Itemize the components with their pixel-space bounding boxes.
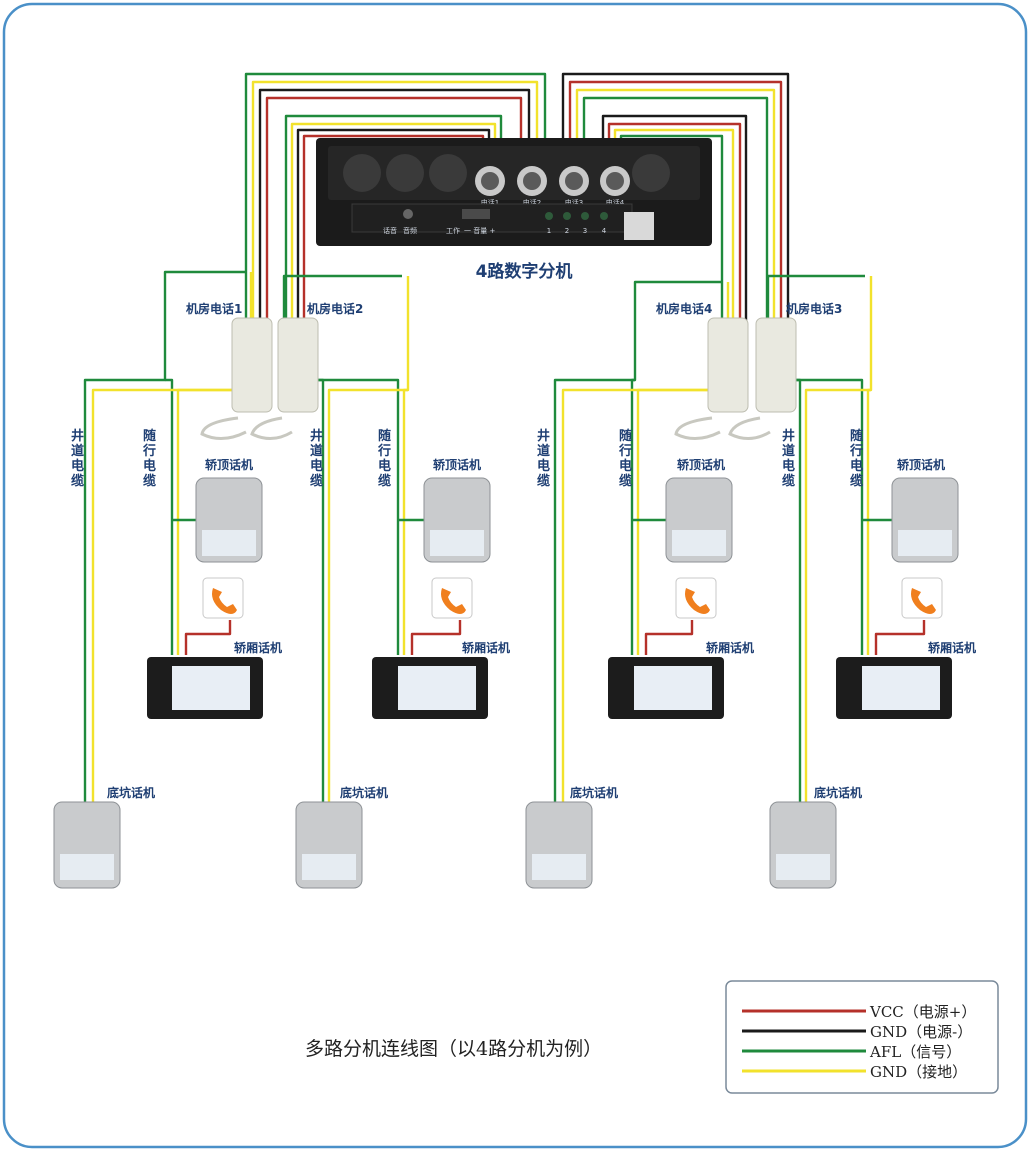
shaft-cable-label-1: 井道电缆 bbox=[71, 428, 84, 489]
car-top-phone-3 bbox=[665, 477, 733, 563]
shaft-cable-label-3: 井道电缆 bbox=[537, 428, 550, 489]
car-top-phone-1-label: 轿顶话机 bbox=[205, 457, 253, 472]
panel-label-audio: 音频 bbox=[403, 226, 417, 235]
handset-icon-2 bbox=[431, 577, 473, 619]
port-2 bbox=[517, 166, 547, 196]
pit-phone-2 bbox=[295, 801, 363, 889]
handset-icon-3 bbox=[675, 577, 717, 619]
pit-phone-4 bbox=[769, 801, 837, 889]
port-1 bbox=[475, 166, 505, 196]
panel-label-work: 工作 bbox=[446, 226, 460, 235]
wire-34 bbox=[644, 620, 694, 655]
car-phone-3-label: 轿厢话机 bbox=[706, 640, 754, 655]
pit-phone-1-label: 底坑话机 bbox=[107, 785, 155, 800]
channel-number-4: 4 bbox=[602, 227, 607, 235]
wire-10 bbox=[568, 80, 783, 322]
panel-label-volume: 一 音量 + bbox=[464, 226, 495, 235]
handset-icon-4 bbox=[901, 577, 943, 619]
car-phone-box-4 bbox=[836, 657, 952, 719]
channel-number-1: 1 bbox=[547, 227, 551, 235]
car-top-phone-3-label: 轿顶话机 bbox=[677, 457, 725, 472]
shaft-cable-label-4: 井道电缆 bbox=[782, 428, 795, 489]
legend-label-afl: AFL（信号） bbox=[869, 1043, 961, 1061]
port-label-4: 电话4 bbox=[606, 198, 625, 207]
wire-1 bbox=[244, 72, 547, 322]
legend-item-afl: AFL（信号） bbox=[742, 1043, 961, 1061]
digital-extension-unit: 电话1 电话2 电话3 电话4 话音 音频 工作 一 音量 + 1 2 3 4 bbox=[316, 138, 712, 246]
machine-room-phone-2-label: 机房电话2 bbox=[307, 301, 363, 316]
port-label-3: 电话3 bbox=[565, 198, 583, 207]
wire-26 bbox=[402, 388, 408, 655]
port-label-2: 电话2 bbox=[523, 198, 541, 207]
diagram-caption: 多路分机连线图（以4路分机为例） bbox=[305, 1038, 602, 1060]
travel-cable-label-1: 随行电缆 bbox=[142, 428, 156, 489]
legend-item-vcc: VCC（电源+） bbox=[742, 1003, 976, 1021]
car-top-phone-2 bbox=[423, 477, 491, 563]
wire-40 bbox=[874, 620, 926, 655]
car-phone-2-label: 轿厢话机 bbox=[462, 640, 510, 655]
wire-4 bbox=[265, 96, 523, 322]
channel-number-3: 3 bbox=[583, 227, 587, 235]
pit-phone-3 bbox=[525, 801, 593, 889]
car-phone-4-label: 轿厢话机 bbox=[928, 640, 976, 655]
pit-phone-1 bbox=[53, 801, 121, 889]
channel-number-2: 2 bbox=[565, 227, 569, 235]
travel-cable-label-2: 随行电缆 bbox=[377, 428, 391, 489]
wire-24 bbox=[284, 378, 400, 655]
machine-room-phone-4-label: 机房电话4 bbox=[656, 301, 712, 316]
unit-title: 4路数字分机 bbox=[476, 261, 573, 282]
wire-9 bbox=[561, 72, 790, 322]
car-top-phone-4-label: 轿顶话机 bbox=[897, 457, 945, 472]
wire-37 bbox=[804, 276, 873, 802]
legend-label-gnd-power: GND（电源-） bbox=[870, 1023, 972, 1041]
wire-32 bbox=[636, 388, 728, 655]
port-label-1: 电话1 bbox=[481, 198, 499, 207]
wires-layer bbox=[83, 72, 926, 802]
wire-11 bbox=[575, 88, 776, 322]
legend-item-gnd-earth: GND（接地） bbox=[742, 1063, 967, 1081]
wire-28 bbox=[410, 620, 462, 655]
machine-room-phone-1-label: 机房电话1 bbox=[186, 301, 242, 316]
machine-room-phone-1 bbox=[200, 317, 273, 440]
shaft-cable-label-2: 井道电缆 bbox=[310, 428, 323, 489]
legend-item-gnd-power: GND（电源-） bbox=[742, 1023, 972, 1041]
legend-label-gnd-earth: GND（接地） bbox=[870, 1063, 967, 1081]
machine-room-phone-3 bbox=[728, 317, 797, 440]
pit-phone-4-label: 底坑话机 bbox=[814, 785, 862, 800]
wire-3 bbox=[258, 88, 531, 322]
wire-36 bbox=[768, 378, 864, 655]
wire-2 bbox=[251, 80, 539, 322]
car-top-phone-4 bbox=[891, 477, 959, 563]
pit-phone-2-label: 底坑话机 bbox=[340, 785, 388, 800]
travel-cable-label-3: 随行电缆 bbox=[618, 428, 632, 489]
legend-label-vcc: VCC（电源+） bbox=[869, 1003, 976, 1021]
wire-25 bbox=[327, 276, 410, 802]
legend: VCC（电源+） GND（电源-） AFL（信号） GND（接地） bbox=[725, 980, 999, 1094]
machine-room-phone-4 bbox=[674, 317, 749, 440]
pit-phone-3-label: 底坑话机 bbox=[570, 785, 618, 800]
wire-18 bbox=[165, 378, 174, 655]
machine-room-phone-3-label: 机房电话3 bbox=[786, 301, 842, 316]
devices-layer: 电话1 电话2 电话3 电话4 话音 音频 工作 一 音量 + 1 2 3 4 … bbox=[53, 138, 976, 889]
wire-20 bbox=[176, 388, 251, 655]
wire-30 bbox=[630, 378, 635, 655]
car-phone-box-3 bbox=[608, 657, 724, 719]
car-top-phone-1 bbox=[195, 477, 263, 563]
car-phone-box-2 bbox=[372, 657, 488, 719]
wire-38 bbox=[866, 388, 871, 655]
port-3 bbox=[559, 166, 589, 196]
machine-room-phone-2 bbox=[250, 317, 319, 440]
handset-icon-1 bbox=[202, 577, 244, 619]
car-top-phone-2-label: 轿顶话机 bbox=[433, 457, 481, 472]
travel-cable-label-4: 随行电缆 bbox=[849, 428, 863, 489]
panel-label-voice: 话音 bbox=[383, 226, 397, 235]
car-phone-1-label: 轿厢话机 bbox=[234, 640, 282, 655]
wire-22 bbox=[184, 620, 232, 655]
car-phone-box-1 bbox=[147, 657, 263, 719]
port-4 bbox=[600, 166, 630, 196]
wire-12 bbox=[582, 96, 769, 322]
